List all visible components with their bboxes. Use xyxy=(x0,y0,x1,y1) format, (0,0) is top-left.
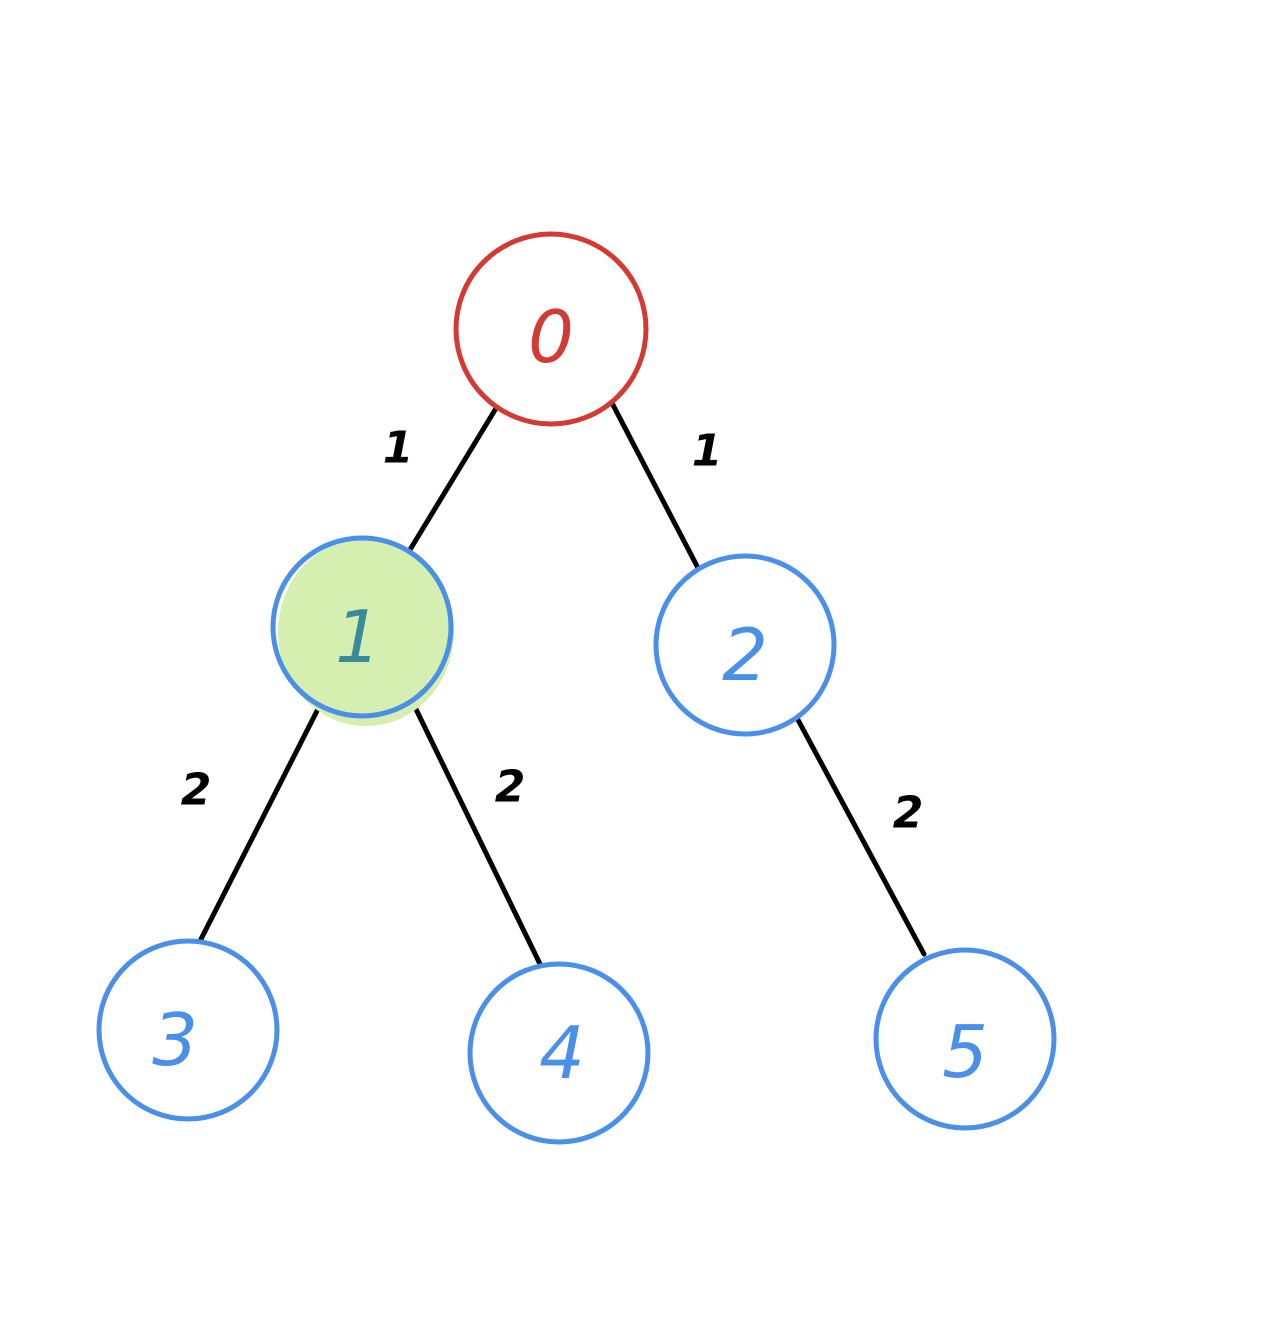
node-0-circle xyxy=(453,231,649,427)
edge-0-2 xyxy=(609,400,701,571)
edge-2-5 xyxy=(794,715,927,957)
node-2-label: 2 xyxy=(722,613,768,697)
edge-label-0-2: 1 xyxy=(692,426,723,477)
node-0: 0 xyxy=(453,231,649,427)
node-1: 1 xyxy=(270,535,454,719)
node-1-circle xyxy=(270,535,454,719)
node-5: 5 xyxy=(873,947,1057,1131)
edge-label-0-1: 1 xyxy=(383,423,414,474)
edge-1-3 xyxy=(194,702,323,950)
node-4-circle xyxy=(467,961,651,1145)
node-1-highlight xyxy=(278,538,454,726)
edge-1-4 xyxy=(410,700,543,967)
edge-0-1 xyxy=(405,402,501,556)
node-3-circle xyxy=(96,938,280,1122)
node-2: 2 xyxy=(653,553,837,737)
node-3: 3 xyxy=(96,938,280,1122)
node-5-circle xyxy=(873,947,1057,1131)
node-2-circle xyxy=(653,553,837,737)
node-1-label: 1 xyxy=(335,595,381,679)
edge-label-2-5: 2 xyxy=(893,788,924,839)
edge-label-1-3: 2 xyxy=(181,765,212,816)
node-5-label: 5 xyxy=(942,1010,988,1094)
node-0-label: 0 xyxy=(528,295,574,379)
node-4: 4 xyxy=(467,961,651,1145)
node-4-label: 4 xyxy=(539,1011,585,1095)
node-3-label: 3 xyxy=(152,998,198,1082)
edge-label-1-4: 2 xyxy=(495,762,526,813)
